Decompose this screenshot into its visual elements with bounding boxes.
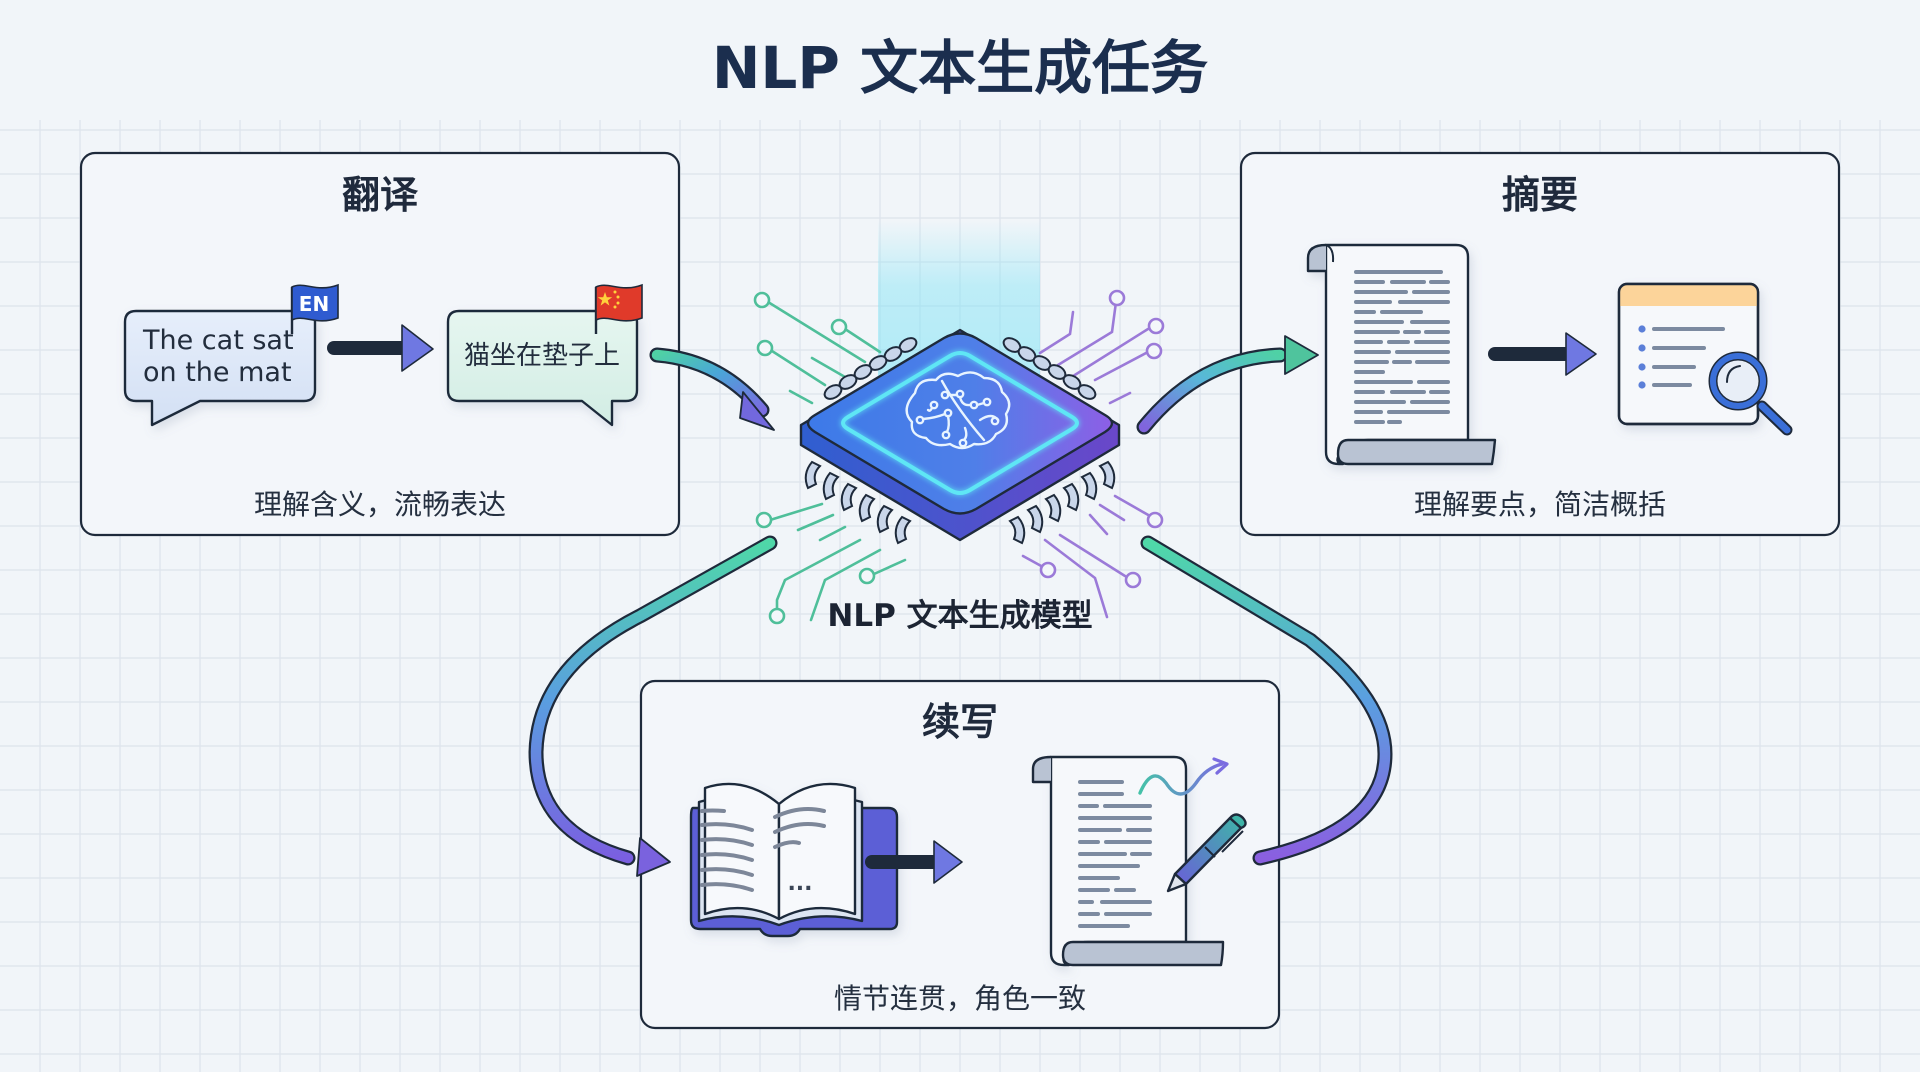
continuation-caption: 情节连贯，角色一致 — [834, 982, 1086, 1015]
model-label: NLP 文本生成模型 — [827, 598, 1092, 634]
en-flag-label: EN — [299, 292, 329, 316]
target-text: 猫坐在垫子上 — [464, 341, 620, 371]
document-text-lines — [1354, 270, 1450, 424]
long-document-scroll-icon — [1306, 243, 1497, 466]
chip-glow-ring — [841, 351, 1079, 495]
summary-caption: 理解要点，简洁概括 — [1414, 488, 1666, 521]
flow-arrow-model-to-summary — [1136, 335, 1319, 435]
left-circuit-traces — [753, 291, 907, 625]
book-ellipsis: ... — [787, 871, 812, 896]
flow-arrow-translation-to-model — [649, 347, 775, 431]
summary-bullet-list-with-magnifier-icon — [1617, 282, 1793, 436]
summary-bullets — [1638, 325, 1725, 389]
summary-panel-title: 摘要 — [1502, 173, 1578, 217]
brain-circuit-icon — [905, 371, 1011, 450]
written-page-lines — [1078, 780, 1152, 928]
right-circuit-traces — [1021, 289, 1165, 619]
source-text-line-2: on the mat — [143, 357, 292, 388]
continuation-panel: 续写 ... — [639, 679, 1281, 1030]
summary-panel: 摘要 — [1239, 151, 1841, 537]
en-flag-icon: EN — [290, 283, 339, 334]
nlp-model-chip: NLP 文本生成模型 — [753, 220, 1165, 634]
translation-caption: 理解含义，流畅表达 — [254, 488, 506, 521]
translation-panel-title: 翻译 — [342, 173, 419, 217]
continuation-panel-title: 续写 — [922, 700, 998, 744]
chip-front-pins — [804, 460, 1116, 545]
flow-arrow-model-to-continuation — [528, 535, 778, 877]
page-title: NLP 文本生成任务 — [712, 34, 1208, 102]
summary-arrow-icon — [1488, 332, 1597, 376]
continuation-arrow-icon — [865, 840, 963, 884]
magnifier-icon — [1708, 351, 1793, 436]
chip-body-top — [806, 332, 1114, 515]
translation-arrow-icon — [327, 324, 434, 372]
source-text-line-1: The cat sat — [142, 325, 294, 356]
document-with-pen-icon — [1031, 755, 1247, 967]
chip-back-pins — [823, 337, 1097, 400]
translation-panel: 翻译 The cat sat on the mat EN — [79, 151, 681, 537]
china-flag-icon — [594, 283, 643, 334]
book-text-lines — [700, 807, 826, 892]
flow-connector-continuation-to-model — [1140, 535, 1393, 866]
continuation-wave-icon — [1138, 762, 1224, 796]
pen-icon — [1166, 813, 1247, 893]
